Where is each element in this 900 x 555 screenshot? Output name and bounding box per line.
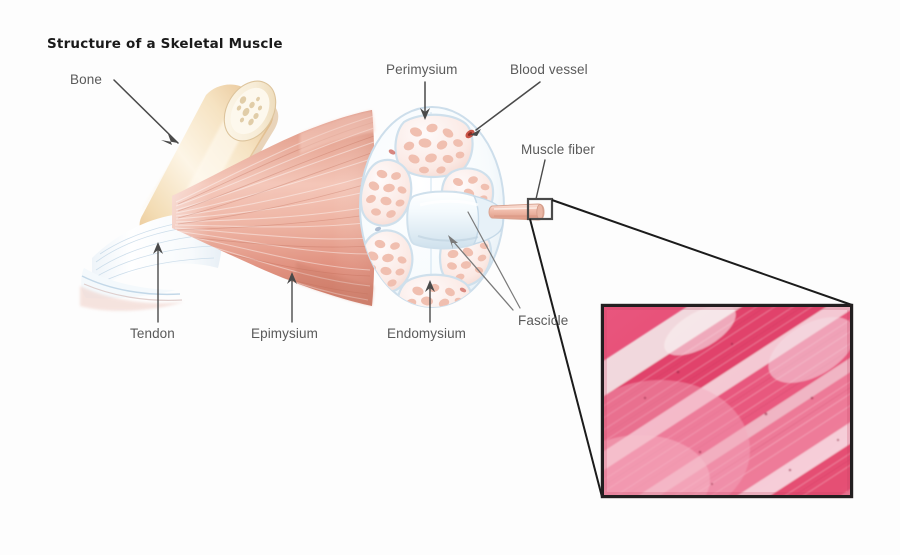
label-muscle-fiber: Muscle fiber [521, 142, 595, 157]
fascicle-top [394, 113, 474, 178]
leader-blood-vessel [470, 81, 541, 137]
label-tendon: Tendon [130, 326, 175, 341]
muscle-fibers-top [403, 123, 465, 174]
label-perimysium: Perimysium [386, 62, 458, 77]
label-bone: Bone [70, 72, 102, 87]
blood-vessel-graphic [374, 129, 475, 293]
leader-perimysium [420, 81, 430, 120]
muscle-fiber-graphic [488, 203, 545, 221]
leader-bone [113, 79, 179, 145]
muscle-fibers-upper-left [366, 169, 407, 218]
label-epimysium: Epimysium [251, 326, 318, 341]
callout-line-bottom [529, 218, 603, 498]
bone-cut-end [223, 80, 277, 142]
label-fascicle: Fascicle [518, 313, 569, 328]
micrograph-inset [600, 303, 854, 499]
leader-lines [113, 79, 546, 323]
leader-epimysium [287, 272, 297, 323]
leader-tendon [153, 242, 163, 323]
cross-section-graphic [359, 106, 545, 308]
micrograph-frame [600, 303, 854, 499]
callout-box [526, 197, 554, 221]
label-endomysium: Endomysium [387, 326, 467, 341]
leader-muscle-fiber [535, 159, 546, 200]
fascicle-bottom [396, 273, 473, 307]
callout-line-top [551, 199, 853, 306]
leader-endomysium [425, 280, 435, 323]
callout-connector [526, 197, 853, 498]
label-blood-vessel: Blood vessel [510, 62, 588, 77]
bone-trabeculae [236, 96, 263, 126]
page-title: Structure of a Skeletal Muscle [47, 36, 283, 52]
leader-fascicle [448, 211, 521, 311]
fascicle-upper-left [360, 158, 413, 227]
